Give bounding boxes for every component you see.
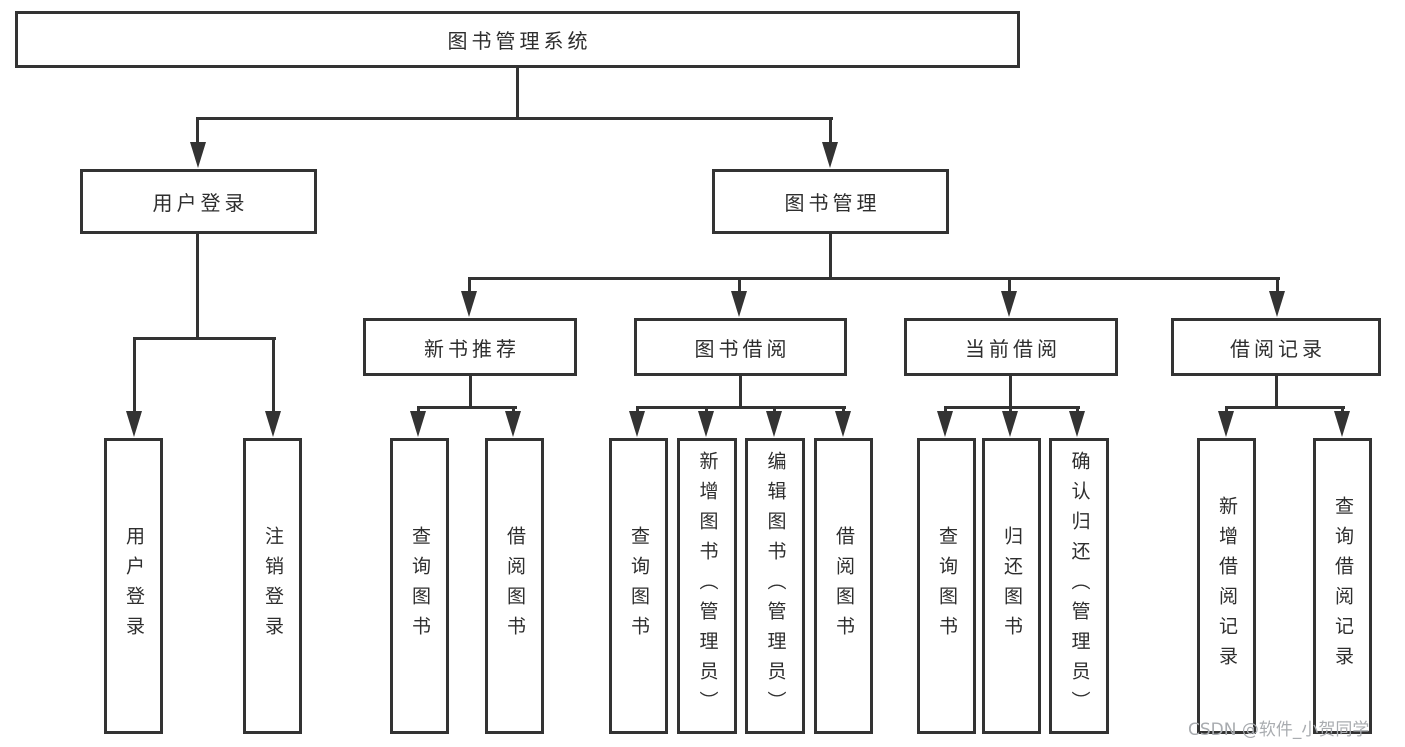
leaf-user-login: 用户登录: [104, 438, 163, 734]
connector-l1-bar: [197, 117, 833, 120]
node-new-book-recommend-label: 新书推荐: [424, 336, 520, 361]
connector-l2-drop-4: [1276, 277, 1279, 293]
connector-l1-drop-login: [196, 117, 199, 145]
arrow-down-icon: [1218, 411, 1234, 437]
node-new-book-recommend: 新书推荐: [363, 318, 577, 376]
arrow-down-icon: [1269, 291, 1285, 317]
arrow-down-icon: [190, 142, 206, 168]
connector-borrow-drop-3: [773, 406, 776, 414]
connector-current-drop-2: [1009, 406, 1012, 414]
leaf-query-books-current-label: 查询图书: [936, 526, 958, 646]
connector-login-drop-1: [133, 337, 136, 413]
arrow-down-icon: [410, 411, 426, 437]
arrow-down-icon: [505, 411, 521, 437]
connector-records-drop-2: [1341, 406, 1344, 414]
arrow-down-icon: [835, 411, 851, 437]
connector-newbook-bar: [417, 406, 517, 409]
leaf-confirm-return-admin: 确认归还（管理员）: [1049, 438, 1109, 734]
connector-borrow-stem: [739, 376, 742, 406]
connector-root-stem: [516, 68, 519, 117]
leaf-confirm-return-admin-label: 确认归还（管理员）: [1068, 451, 1091, 721]
arrow-down-icon: [731, 291, 747, 317]
connector-newbook-drop-1: [417, 406, 420, 414]
node-root-label: 图书管理系统: [447, 29, 592, 53]
connector-newbook-stem: [469, 376, 472, 406]
node-root-library-system: 图书管理系统: [15, 11, 1020, 68]
connector-current-drop-1: [944, 406, 947, 414]
leaf-add-borrow-record: 新增借阅记录: [1197, 438, 1256, 734]
connector-current-bar: [944, 406, 1080, 409]
connector-mgmt-stem: [829, 234, 832, 277]
arrow-down-icon: [1334, 411, 1350, 437]
connector-current-drop-3: [1076, 406, 1079, 414]
leaf-query-books-recommend-label: 查询图书: [409, 526, 431, 646]
csdn-watermark: CSDN @软件_小贺同学: [1188, 720, 1370, 740]
leaf-query-books-borrow: 查询图书: [609, 438, 668, 734]
connector-borrow-drop-2: [705, 406, 708, 414]
connector-newbook-drop-2: [512, 406, 515, 414]
connector-records-stem: [1275, 376, 1278, 406]
connector-l2-drop-1: [468, 277, 471, 293]
connector-current-stem: [1009, 376, 1012, 406]
node-current-borrow-label: 当前借阅: [965, 336, 1061, 361]
leaf-edit-books-admin: 编辑图书（管理员）: [745, 438, 805, 734]
leaf-return-books-label: 归还图书: [1001, 526, 1023, 646]
leaf-add-books-admin-label: 新增图书（管理员）: [696, 451, 719, 721]
node-book-borrow: 图书借阅: [634, 318, 847, 376]
connector-l2-drop-2: [738, 277, 741, 293]
arrow-down-icon: [126, 411, 142, 437]
leaf-borrow-books: 借阅图书: [814, 438, 873, 734]
arrow-down-icon: [937, 411, 953, 437]
arrow-down-icon: [1001, 291, 1017, 317]
connector-l1-drop-mgmt: [829, 117, 832, 145]
arrow-down-icon: [822, 142, 838, 168]
connector-l2-bar: [469, 277, 1280, 280]
node-borrow-records-label: 借阅记录: [1230, 336, 1326, 361]
leaf-borrow-books-recommend: 借阅图书: [485, 438, 544, 734]
node-book-management-label: 图书管理: [784, 191, 881, 215]
connector-borrow-drop-4: [842, 406, 845, 414]
connector-records-drop-1: [1225, 406, 1228, 414]
node-book-borrow-label: 图书借阅: [694, 336, 791, 361]
arrow-down-icon: [265, 411, 281, 437]
leaf-query-borrow-record: 查询借阅记录: [1313, 438, 1372, 734]
leaf-query-books-recommend: 查询图书: [390, 438, 449, 734]
node-book-management: 图书管理: [712, 169, 949, 234]
arrow-down-icon: [461, 291, 477, 317]
leaf-query-books-current: 查询图书: [917, 438, 976, 734]
arrow-down-icon: [1002, 411, 1018, 437]
leaf-return-books: 归还图书: [982, 438, 1041, 734]
node-user-login: 用户登录: [80, 169, 317, 234]
arrow-down-icon: [1069, 411, 1085, 437]
leaf-logout-label: 注销登录: [262, 526, 284, 646]
arrow-down-icon: [766, 411, 782, 437]
node-borrow-records: 借阅记录: [1171, 318, 1381, 376]
connector-records-bar: [1225, 406, 1345, 409]
leaf-user-login-label: 用户登录: [123, 526, 145, 646]
leaf-add-borrow-record-label: 新增借阅记录: [1216, 496, 1238, 676]
node-user-login-label: 用户登录: [152, 191, 249, 215]
connector-login-drop-2: [272, 337, 275, 413]
leaf-edit-books-admin-label: 编辑图书（管理员）: [764, 451, 787, 721]
connector-l2-drop-3: [1008, 277, 1011, 293]
leaf-query-books-borrow-label: 查询图书: [628, 526, 650, 646]
leaf-borrow-books-recommend-label: 借阅图书: [504, 526, 526, 646]
leaf-borrow-books-label: 借阅图书: [833, 526, 855, 646]
arrow-down-icon: [698, 411, 714, 437]
connector-login-bar: [134, 337, 276, 340]
connector-borrow-bar: [636, 406, 846, 409]
node-current-borrow: 当前借阅: [904, 318, 1118, 376]
leaf-query-borrow-record-label: 查询借阅记录: [1332, 496, 1354, 676]
leaf-logout: 注销登录: [243, 438, 302, 734]
connector-login-stem: [196, 234, 199, 337]
arrow-down-icon: [629, 411, 645, 437]
connector-borrow-drop-1: [636, 406, 639, 414]
leaf-add-books-admin: 新增图书（管理员）: [677, 438, 737, 734]
